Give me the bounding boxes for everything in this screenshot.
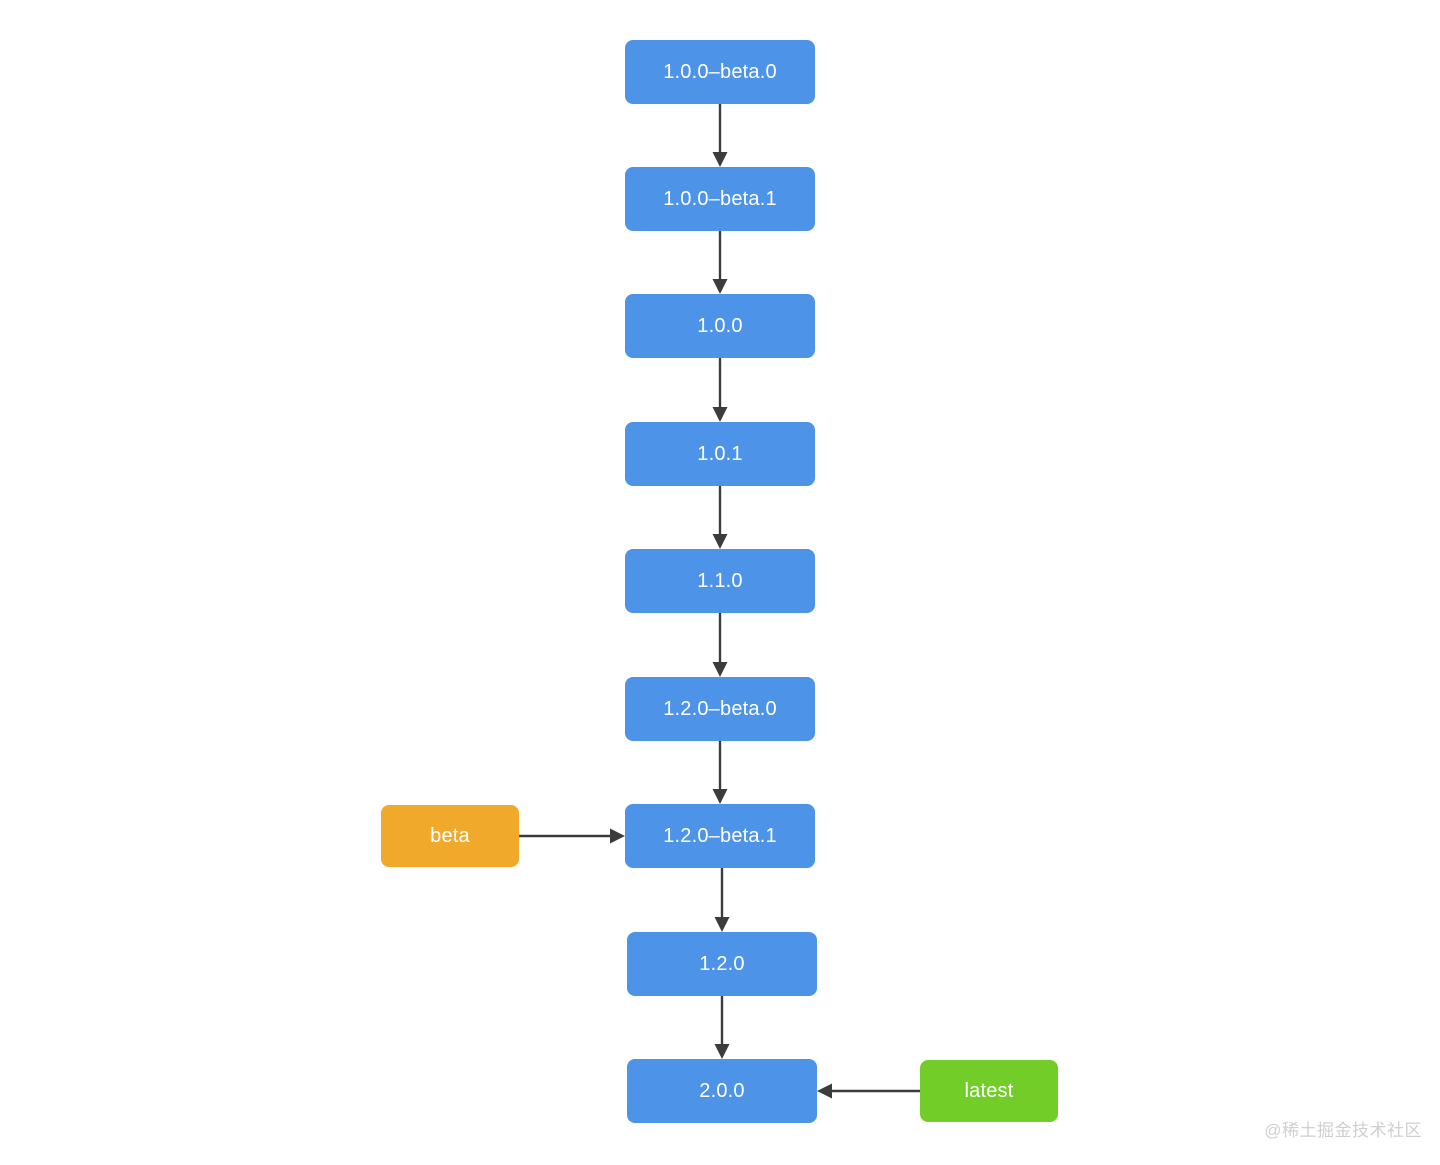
edge-v1-1-0-to-v1-2-0-beta-0 bbox=[712, 613, 728, 677]
arrowhead bbox=[714, 1044, 730, 1059]
arrowhead bbox=[817, 1083, 832, 1099]
arrowhead bbox=[712, 789, 728, 804]
node-label: 1.2.0–beta.0 bbox=[663, 698, 777, 720]
node-v1-0-1[interactable]: 1.0.1 bbox=[625, 422, 815, 486]
node-v1-0-0[interactable]: 1.0.0 bbox=[625, 294, 815, 358]
arrowhead bbox=[712, 407, 728, 422]
edge-v1-0-0-beta-1-to-v1-0-0 bbox=[712, 231, 728, 294]
node-label: 2.0.0 bbox=[699, 1080, 745, 1102]
node-v1-0-0-beta-1[interactable]: 1.0.0–beta.1 bbox=[625, 167, 815, 231]
edge-v1-0-1-to-v1-1-0 bbox=[712, 486, 728, 549]
node-label: 1.0.0–beta.1 bbox=[663, 188, 777, 210]
edge-v1-2-0-beta-0-to-v1-2-0-beta-1 bbox=[712, 741, 728, 804]
node-v1-2-0-beta-1[interactable]: 1.2.0–beta.1 bbox=[625, 804, 815, 868]
node-label: 1.0.0–beta.0 bbox=[663, 61, 777, 83]
watermark: @稀土掘金技术社区 bbox=[1264, 1121, 1422, 1140]
arrowhead bbox=[712, 662, 728, 677]
edge-v1-2-0-beta-1-to-v1-2-0 bbox=[714, 868, 730, 932]
node-label: 1.1.0 bbox=[697, 570, 743, 592]
node-tag-latest[interactable]: latest bbox=[920, 1060, 1058, 1122]
node-v1-0-0-beta-0[interactable]: 1.0.0–beta.0 bbox=[625, 40, 815, 104]
node-label: beta bbox=[430, 825, 470, 847]
node-label: 1.0.0 bbox=[697, 315, 743, 337]
arrowhead bbox=[610, 828, 625, 844]
arrowhead bbox=[712, 152, 728, 167]
edge-tag-beta-to-v1-2-0-beta-1 bbox=[519, 828, 625, 844]
edge-tag-latest-to-v2-0-0 bbox=[817, 1083, 920, 1099]
edge-v1-0-0-beta-0-to-v1-0-0-beta-1 bbox=[712, 104, 728, 167]
node-v1-2-0-beta-0[interactable]: 1.2.0–beta.0 bbox=[625, 677, 815, 741]
arrowhead bbox=[712, 279, 728, 294]
node-tag-beta[interactable]: beta bbox=[381, 805, 519, 867]
node-label: latest bbox=[964, 1080, 1014, 1102]
node-label: 1.0.1 bbox=[697, 443, 743, 465]
node-v2-0-0[interactable]: 2.0.0 bbox=[627, 1059, 817, 1123]
node-label: 1.2.0–beta.1 bbox=[663, 825, 777, 847]
node-v1-2-0[interactable]: 1.2.0 bbox=[627, 932, 817, 996]
arrowhead bbox=[712, 534, 728, 549]
node-v1-1-0[interactable]: 1.1.0 bbox=[625, 549, 815, 613]
arrowhead bbox=[714, 917, 730, 932]
edge-v1-2-0-to-v2-0-0 bbox=[714, 996, 730, 1059]
edge-v1-0-0-to-v1-0-1 bbox=[712, 358, 728, 422]
node-label: 1.2.0 bbox=[699, 953, 745, 975]
